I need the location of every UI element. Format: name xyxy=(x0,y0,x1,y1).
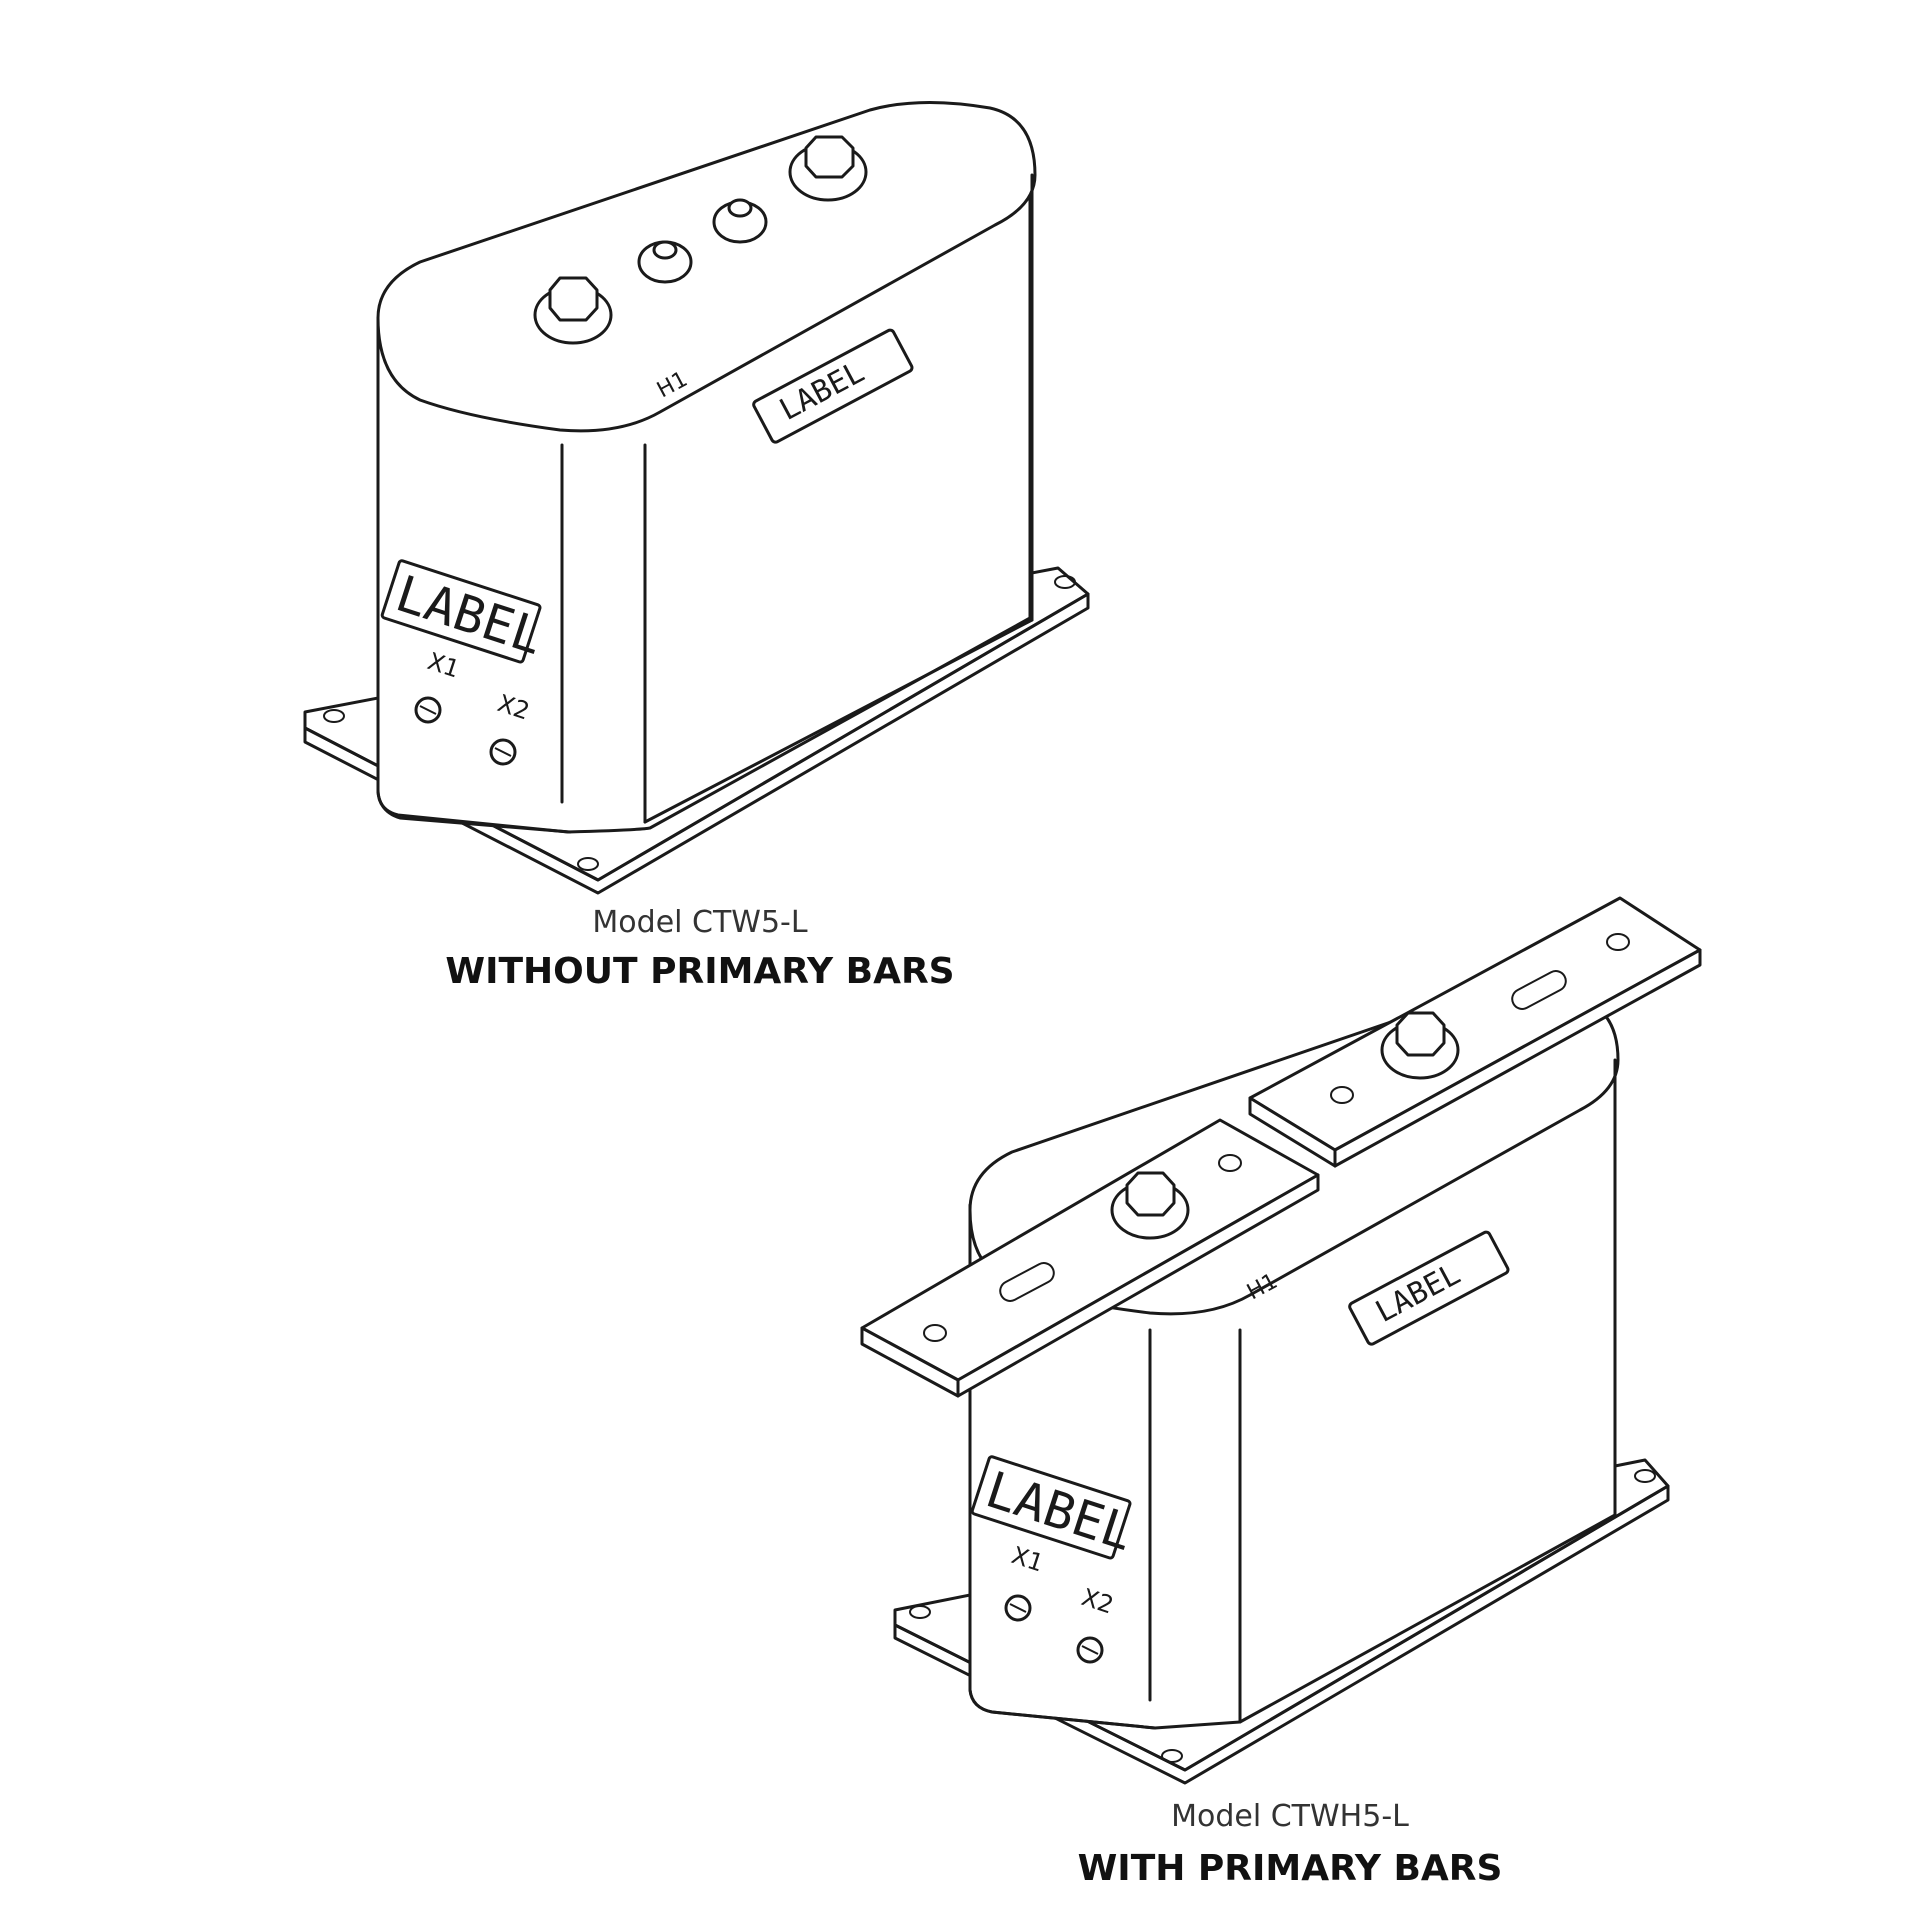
bar-hole xyxy=(1330,1086,1354,1104)
bar-hole xyxy=(923,1324,947,1342)
transformer-housing xyxy=(376,101,1037,834)
mount-hole xyxy=(1634,1469,1656,1483)
primary-bar-front xyxy=(860,1118,1320,1398)
bar-hole xyxy=(1606,933,1630,951)
primary-bar-rear xyxy=(1248,896,1702,1168)
mount-hole xyxy=(909,1605,931,1619)
primary-terminal-h1-icon xyxy=(1110,1171,1190,1240)
mount-hole xyxy=(323,709,345,723)
bar-hole xyxy=(1218,1154,1242,1172)
figure-ctw5-l: H1 LABEL LABEL X1 X2 Model CTW5-L WITHOU… xyxy=(303,101,1090,992)
figure-ctwh5-l: H1 LABEL LABEL X1 X2 Model CTWH5-L WITH … xyxy=(860,896,1702,1889)
model-caption: Model CTWH5-L xyxy=(1171,1799,1409,1834)
primary-terminal-h2-icon xyxy=(788,135,868,202)
mount-hole xyxy=(1161,1749,1183,1763)
description-caption: WITH PRIMARY BARS xyxy=(1078,1848,1503,1889)
secondary-screw-x1-icon xyxy=(414,696,442,724)
secondary-screw-x1-icon xyxy=(1004,1594,1032,1622)
description-caption: WITHOUT PRIMARY BARS xyxy=(445,951,954,992)
secondary-stud-icon xyxy=(712,198,768,244)
mount-hole xyxy=(577,857,599,871)
bar-slot xyxy=(1511,970,1567,1010)
mount-hole xyxy=(1054,575,1076,589)
secondary-stud-icon xyxy=(637,240,693,284)
secondary-screw-x2-icon xyxy=(1076,1636,1104,1664)
primary-terminal-h2-icon xyxy=(1380,1011,1460,1080)
primary-terminal-h1-icon xyxy=(533,276,613,345)
bar-slot xyxy=(999,1262,1055,1302)
secondary-screw-x2-icon xyxy=(489,738,517,766)
model-caption: Model CTW5-L xyxy=(592,905,807,940)
